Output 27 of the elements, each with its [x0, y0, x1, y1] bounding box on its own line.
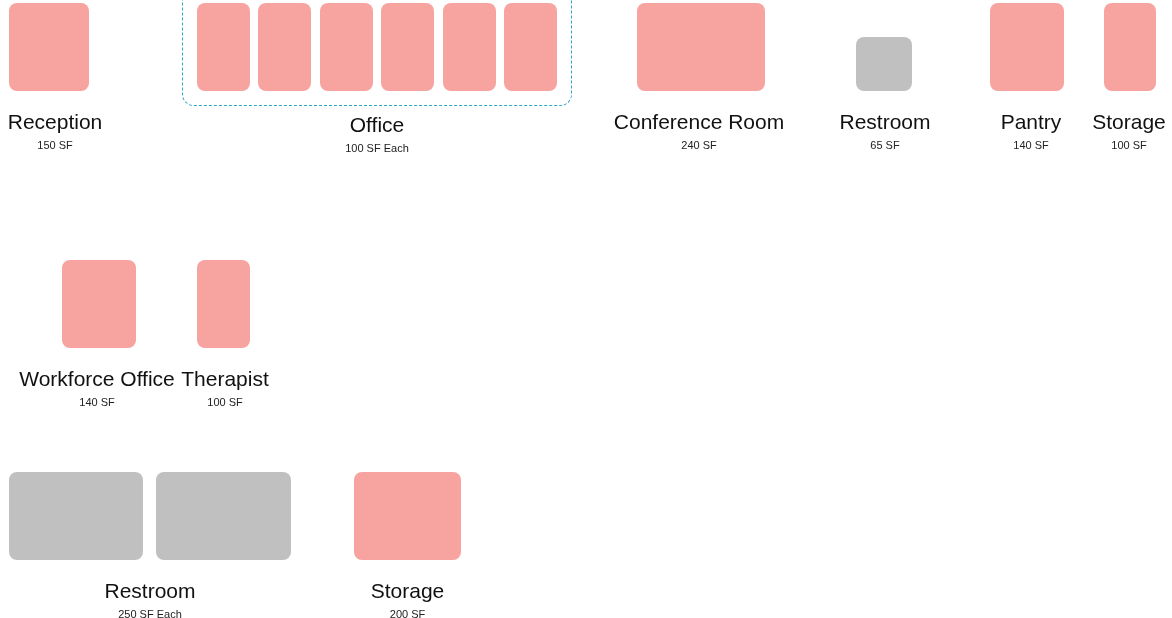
room-name: Conference Room	[612, 110, 786, 134]
room-box	[504, 3, 557, 91]
area-label: 100 SF Each	[344, 142, 410, 154]
room-name: Storage	[369, 579, 446, 603]
room-box	[381, 3, 434, 91]
area-label: 250 SF Each	[117, 608, 183, 618]
room-box	[320, 3, 373, 91]
area-label: 200 SF	[388, 608, 427, 618]
area-label: 140 SF	[1012, 139, 1050, 151]
room-box	[258, 3, 311, 91]
area-label: 100 SF	[206, 396, 244, 408]
room-name: Office	[348, 113, 406, 137]
room-box	[443, 3, 496, 91]
room-name: Restroom	[838, 110, 932, 134]
area-label: 65 SF	[869, 139, 901, 151]
room-name: Pantry	[999, 110, 1063, 134]
area-label: 100 SF	[1110, 139, 1148, 151]
room-name: Restroom	[103, 579, 197, 603]
room-box	[156, 472, 291, 560]
room-name: Therapist	[180, 367, 270, 391]
area-label: 140 SF	[78, 396, 116, 408]
room-box	[9, 472, 143, 560]
room-name: Reception	[6, 110, 104, 134]
room-box	[197, 3, 250, 91]
area-label: 240 SF	[680, 139, 718, 151]
room-name: Storage	[1091, 110, 1167, 134]
area-label: 150 SF	[36, 139, 74, 151]
